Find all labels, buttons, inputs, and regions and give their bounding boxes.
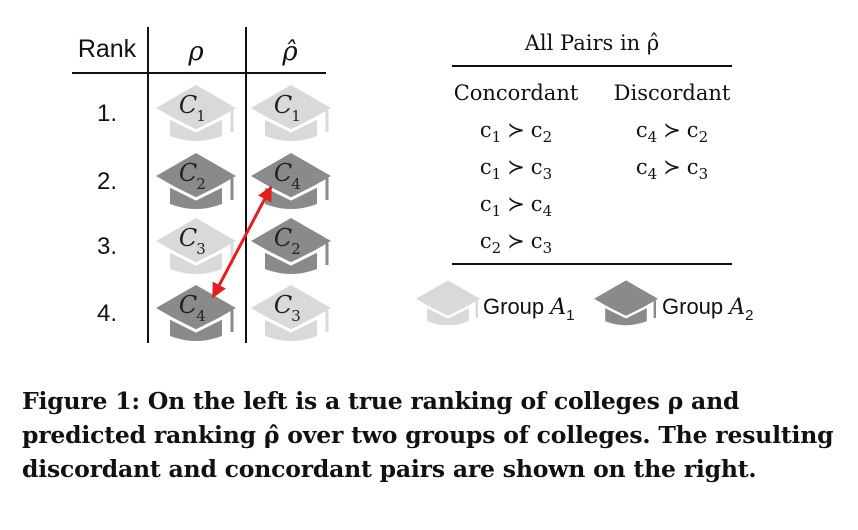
college-label: C [179, 224, 197, 252]
pair-relation: c1≻c4 [480, 192, 552, 220]
college-cap-icon [251, 85, 331, 141]
college-subscript: 2 [291, 240, 301, 258]
pairs-rows: c1≻c2 c1≻c3 c1≻c4 c2≻c3 c4≻c2 c4≻c3 [480, 118, 708, 257]
swap-arrow [211, 185, 273, 299]
predicted-ranking-header: ρ̂ [281, 37, 298, 67]
legend-label: Group A1 [483, 294, 575, 324]
figure-caption: Figure 1: On the left is a true ranking … [22, 387, 834, 483]
rank-header: Rank [78, 35, 137, 63]
college-label: C [274, 291, 292, 319]
pair-relation: c4≻c3 [636, 155, 708, 183]
college-label: C [274, 159, 292, 187]
pair-relation: c1≻c2 [480, 118, 552, 146]
legend-cap-icon [594, 280, 658, 326]
college-subscript: 3 [291, 307, 301, 325]
college-label: C [179, 91, 197, 119]
concordant-header: Concordant [454, 81, 579, 105]
college-subscript: 1 [291, 107, 301, 125]
pair-relation: c2≻c3 [480, 229, 552, 257]
legend: Group A1 Group A2 [416, 280, 754, 326]
rank-column: 1. 2. 3. 4. [97, 100, 117, 327]
college-subscript: 4 [291, 175, 301, 193]
rank-number: 3. [97, 233, 117, 260]
college-subscript: 1 [196, 107, 206, 125]
pair-relation: c4≻c2 [636, 118, 708, 146]
legend-cap-icon [416, 280, 480, 326]
college-label: C [274, 91, 292, 119]
college-label: C [179, 291, 197, 319]
legend-label: Group A2 [662, 294, 754, 324]
rank-number: 2. [97, 168, 117, 195]
true-ranking-header: ρ [187, 37, 204, 67]
rank-number: 4. [97, 300, 117, 327]
college-subscript: 3 [196, 240, 206, 258]
college-cap-icon [156, 85, 236, 141]
college-subscript: 4 [196, 307, 206, 325]
rank-number: 1. [97, 100, 117, 127]
college-label: C [179, 159, 197, 187]
college-label: C [274, 224, 292, 252]
college-subscript: 2 [196, 175, 206, 193]
pair-relation: c1≻c3 [480, 155, 552, 183]
discordant-header: Discordant [614, 81, 731, 105]
pairs-title: All Pairs in ρ̂ [524, 31, 659, 55]
